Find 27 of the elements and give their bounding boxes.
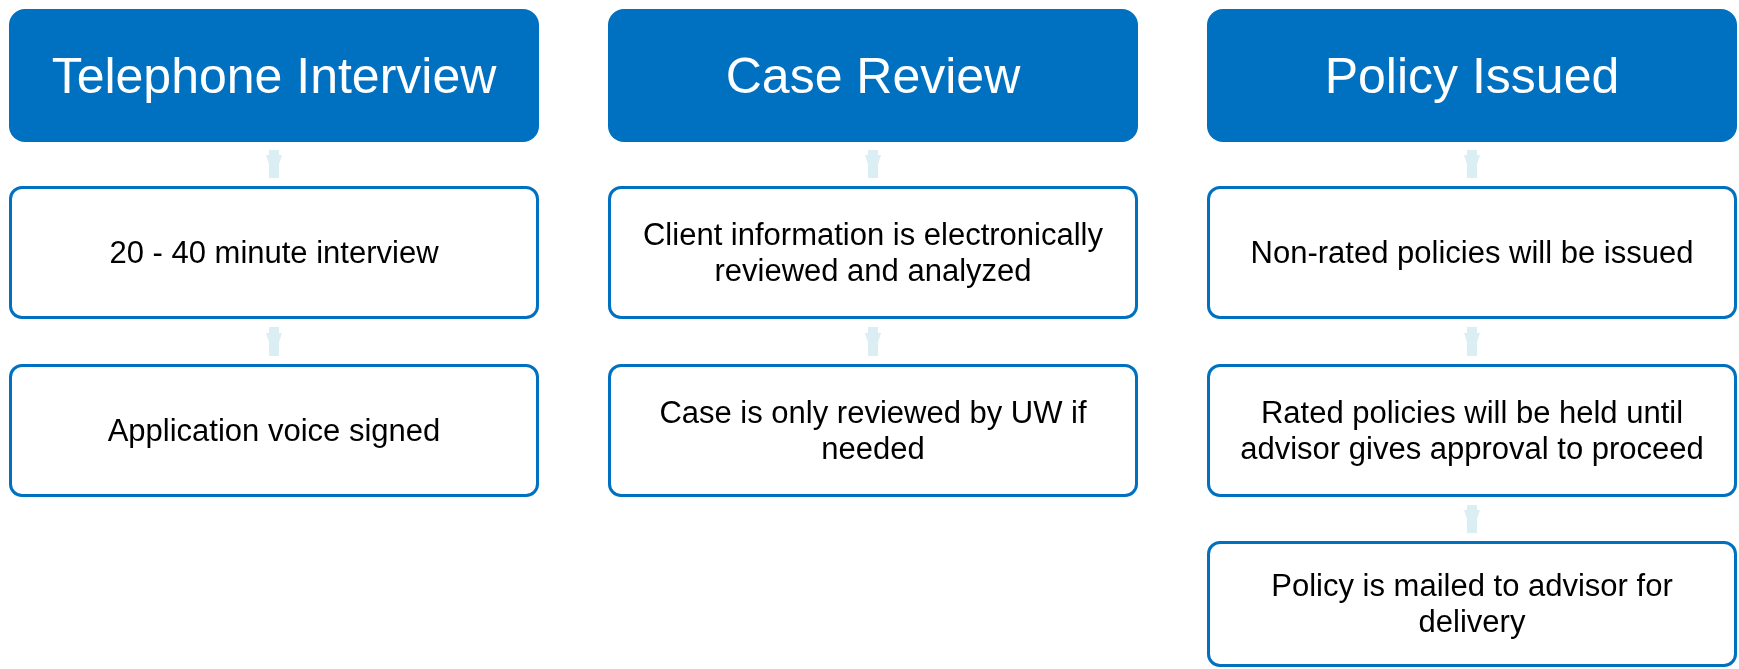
header-text: Telephone Interview <box>51 46 497 105</box>
process-box <box>1207 186 1737 319</box>
box-text: Non-rated policies will be issued <box>1250 234 1694 271</box>
arrow <box>865 150 881 179</box>
arrow <box>1464 327 1480 357</box>
arrow <box>865 327 881 357</box>
box-text: Rated policies will be held until advisor gives approval to proceed <box>1239 394 1705 467</box>
header-box <box>608 9 1138 142</box>
arrow <box>1464 505 1480 534</box>
process-box <box>9 364 539 497</box>
header-text: Case Review <box>725 46 1021 105</box>
arrow <box>1464 150 1480 179</box>
header-box <box>9 9 539 142</box>
header-box <box>1207 9 1737 142</box>
box-text: 20 - 40 minute interview <box>109 234 439 271</box>
box-text: Client information is electronically reviewed and analyzed <box>642 216 1104 289</box>
box-text: Policy is mailed to advisor for delivery <box>1270 568 1674 640</box>
process-box <box>1207 541 1737 667</box>
arrow <box>266 150 282 179</box>
box-text: Application voice signed <box>107 412 441 449</box>
process-box <box>608 186 1138 319</box>
process-box <box>9 186 539 319</box>
arrow <box>266 327 282 357</box>
process-box <box>608 364 1138 497</box>
process-box <box>1207 364 1737 497</box>
header-text: Policy Issued <box>1324 46 1620 105</box>
box-text: Case is only reviewed by UW if needed <box>658 394 1088 467</box>
